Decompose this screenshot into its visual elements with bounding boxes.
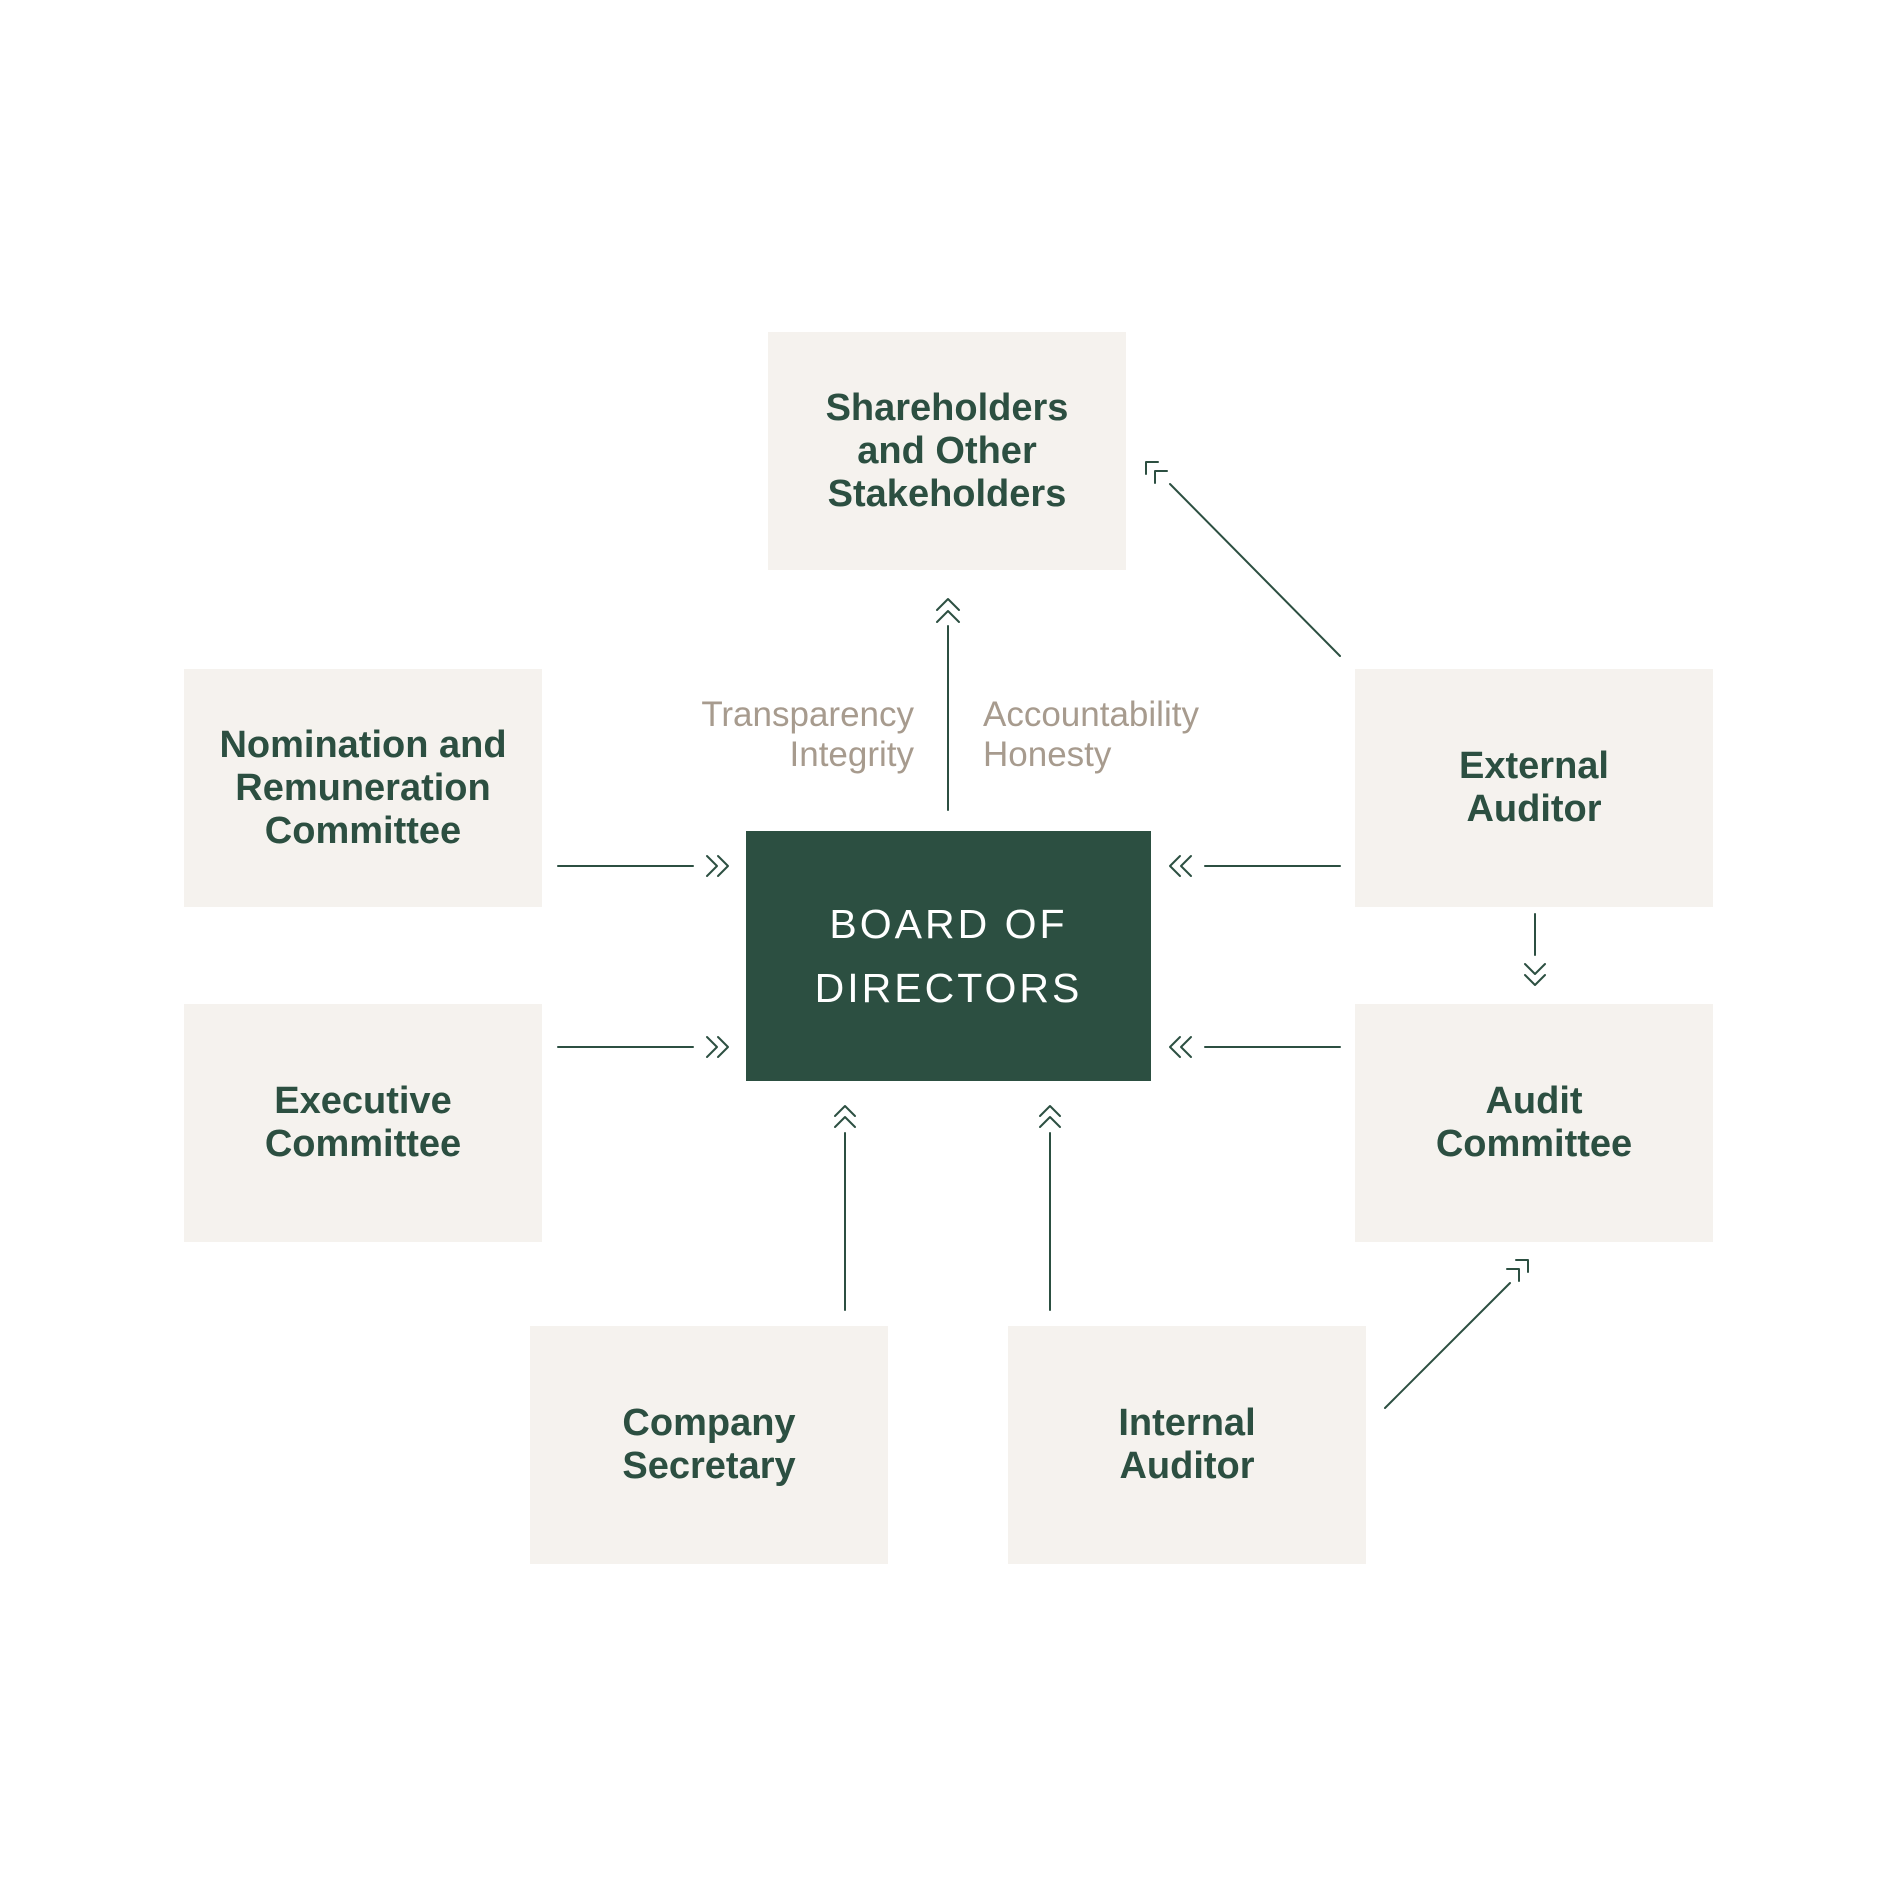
- chevron-up-icon: [936, 598, 960, 611]
- corner-arrow-up-left-icon: [1145, 461, 1159, 475]
- external-auditor-label: External Auditor: [1459, 745, 1609, 830]
- internal-auditor-box: Internal Auditor: [1008, 1326, 1366, 1564]
- chevron-down-icon: [1524, 963, 1546, 975]
- external-auditor-box: External Auditor: [1355, 669, 1713, 907]
- company-secretary-box: Company Secretary: [530, 1326, 888, 1564]
- chevron-up-icon: [834, 1116, 856, 1128]
- audit-committee-box: Audit Committee: [1355, 1004, 1713, 1242]
- connector-internal-to-audit: [1384, 1282, 1511, 1409]
- values-right-text: Accountability Honesty: [983, 695, 1199, 774]
- internal-auditor-label: Internal Auditor: [1118, 1402, 1256, 1487]
- chevron-up-icon: [1039, 1105, 1061, 1117]
- corner-arrow-up-left-icon: [1154, 470, 1168, 484]
- connector-external-to-shareholders: [1169, 483, 1341, 657]
- values-left-text: Transparency Integrity: [701, 695, 914, 774]
- chevron-left-icon: [1180, 1036, 1192, 1058]
- chevron-right-icon: [706, 855, 718, 877]
- chevron-right-icon: [717, 1036, 729, 1058]
- corner-arrow-up-right-icon: [1506, 1268, 1520, 1282]
- chevron-up-icon: [936, 610, 960, 623]
- chevron-up-icon: [834, 1105, 856, 1117]
- shareholders-box: Shareholders and Other Stakeholders: [768, 332, 1126, 570]
- chevron-right-icon: [706, 1036, 718, 1058]
- chevron-right-icon: [717, 855, 729, 877]
- audit-committee-label: Audit Committee: [1435, 1080, 1633, 1165]
- chevron-down-icon: [1524, 974, 1546, 986]
- nomination-committee-label: Nomination and Remuneration Committee: [219, 723, 507, 852]
- company-secretary-label: Company Secretary: [622, 1402, 796, 1487]
- chevron-left-icon: [1169, 1036, 1181, 1058]
- corner-arrow-up-right-icon: [1515, 1259, 1529, 1273]
- shareholders-label: Shareholders and Other Stakeholders: [825, 386, 1069, 515]
- executive-committee-label: Executive Committee: [264, 1080, 462, 1165]
- chevron-left-icon: [1169, 855, 1181, 877]
- board-of-directors-label: BOARD OF DIRECTORS: [814, 901, 1083, 1011]
- chevron-left-icon: [1180, 855, 1192, 877]
- executive-committee-box: Executive Committee: [184, 1004, 542, 1242]
- board-of-directors-box: BOARD OF DIRECTORS: [746, 831, 1151, 1081]
- nomination-committee-box: Nomination and Remuneration Committee: [184, 669, 542, 907]
- chevron-up-icon: [1039, 1116, 1061, 1128]
